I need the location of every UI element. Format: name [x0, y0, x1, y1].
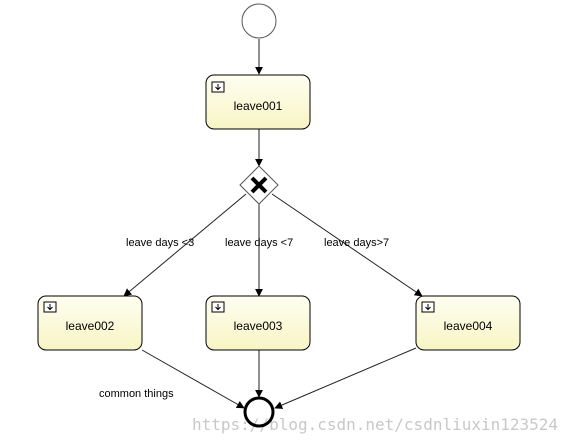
flow-gateway-to-leave004[interactable] — [271, 193, 423, 297]
flow-leave002-to-end[interactable] — [141, 349, 245, 409]
exclusive-gateway[interactable] — [239, 165, 279, 205]
end-event[interactable] — [243, 396, 275, 428]
task-leave004[interactable]: leave004 — [415, 295, 521, 351]
flow-label-leave-days-lt-7: leave days <7 — [225, 237, 293, 249]
flow-label-leave-days-gt-7: leave days>7 — [324, 237, 389, 249]
sequence-flows — [123, 39, 423, 409]
task-leave002[interactable]: leave002 — [37, 295, 143, 351]
flow-label-common-things: common things — [99, 388, 174, 400]
user-task-icon — [211, 81, 225, 93]
task-leave001[interactable]: leave001 — [205, 74, 311, 130]
task-label: leave004 — [444, 319, 493, 333]
flow-label-leave-days-lt-3: leave days <3 — [126, 237, 194, 249]
flow-leave004-to-end[interactable] — [274, 347, 417, 409]
task-label: leave002 — [66, 319, 115, 333]
task-label: leave003 — [234, 319, 283, 333]
task-leave003[interactable]: leave003 — [205, 295, 311, 351]
task-label: leave001 — [234, 99, 283, 113]
exclusive-gateway-x-icon — [250, 176, 268, 194]
flow-gateway-to-leave002[interactable] — [123, 193, 247, 297]
watermark-text: https://blog.csdn.net/csdnliuxin123524 — [192, 415, 558, 434]
user-task-icon — [211, 301, 225, 313]
start-event[interactable] — [241, 3, 277, 39]
user-task-icon — [421, 301, 435, 313]
user-task-icon — [43, 301, 57, 313]
